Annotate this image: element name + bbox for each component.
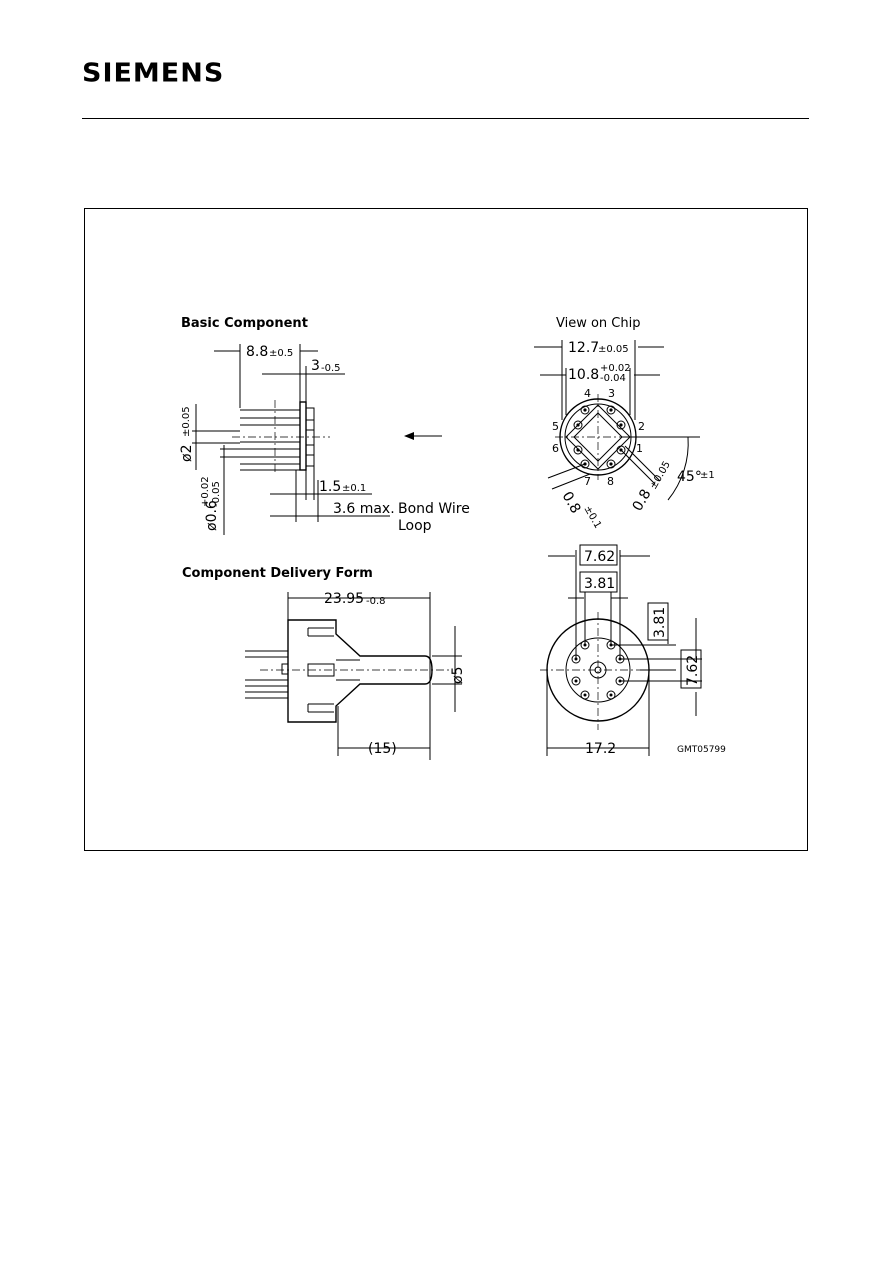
chip-dim-pad2: 0.8: [559, 489, 584, 516]
delivery-side-view: 23.95 -0.8 (15) ø5: [245, 591, 466, 760]
dim-pin-tol-plus: +0.02: [200, 476, 211, 507]
title-view-on-chip: View on Chip: [556, 316, 641, 331]
delivery-top-view: 7.62 3.81 3.81 7.62 17.2 GMT05799: [540, 544, 726, 757]
header-rule: [82, 118, 809, 119]
dim-pin-tol-minus: -0.05: [211, 481, 222, 507]
dim-flange: 3: [311, 358, 320, 374]
chip-view: 12.7 ±0.05 10.8 +0.02 -0.04 1 2: [534, 340, 715, 531]
pin-5: 5: [552, 420, 559, 433]
dim-flange-tol: -0.5: [321, 363, 341, 374]
dim-length-tol: ±0.5: [269, 348, 293, 359]
drawing-frame: [84, 208, 808, 851]
chip-dim-outer-tol: ±0.05: [598, 344, 629, 355]
chip-dim-angle-tol: ±1: [700, 470, 715, 481]
dim-length: 8.8: [246, 344, 268, 360]
pin-8: 8: [607, 475, 614, 488]
bond-label-2: Loop: [398, 518, 432, 534]
title-basic-component: Basic Component: [181, 316, 308, 331]
delivery-dim-tube-dia: ø5: [450, 667, 466, 684]
basic-component-view: 8.8 ±0.5 3 -0.5 ø2 ±0.05 ø0.6 +0.02 -0.0…: [179, 344, 470, 535]
chip-dim-angle: 45°: [677, 469, 702, 485]
pin-7: 7: [584, 475, 591, 488]
delivery-top-box-762: 7.62: [584, 549, 615, 565]
pin-2: 2: [638, 420, 645, 433]
dim-dia-tol: ±0.05: [181, 406, 192, 437]
pin-1: 1: [636, 442, 643, 455]
delivery-top-box-381: 3.81: [584, 576, 615, 592]
chip-dim-outer: 12.7: [568, 340, 599, 356]
chip-dim-inner-tol-plus: +0.02: [600, 363, 631, 374]
delivery-top-dim-outer: 17.2: [585, 741, 616, 757]
delivery-dim-tube: (15): [368, 741, 397, 757]
dim-cap: 1.5: [319, 479, 341, 495]
dim-pin-dia: ø0.6: [204, 500, 220, 531]
chip-dim-pad: 0.8: [630, 487, 655, 514]
bond-label-1: Bond Wire: [398, 501, 470, 517]
chip-dim-inner-tol-minus: -0.04: [600, 373, 626, 384]
pin-6: 6: [552, 442, 559, 455]
chip-dim-inner: 10.8: [568, 367, 599, 383]
chip-dim-pad-tol: ±0.05: [648, 459, 673, 491]
dim-dia: ø2: [179, 445, 195, 462]
delivery-side-box-381: 3.81: [652, 607, 668, 638]
drawing-code: GMT05799: [677, 745, 726, 755]
delivery-side-box-762: 7.62: [685, 655, 701, 686]
dim-cap-tol: ±0.1: [342, 483, 366, 494]
pin-3: 3: [608, 387, 615, 400]
delivery-dim-length: 23.95: [324, 591, 364, 607]
pin-4: 4: [584, 387, 591, 400]
delivery-dim-length-tol: -0.8: [366, 596, 386, 607]
chip-dim-pad2-tol: ±0.1: [581, 504, 603, 531]
siemens-logo: SIEMENS: [82, 58, 225, 89]
title-delivery-form: Component Delivery Form: [182, 566, 373, 581]
dim-bond: 3.6 max.: [333, 501, 395, 517]
